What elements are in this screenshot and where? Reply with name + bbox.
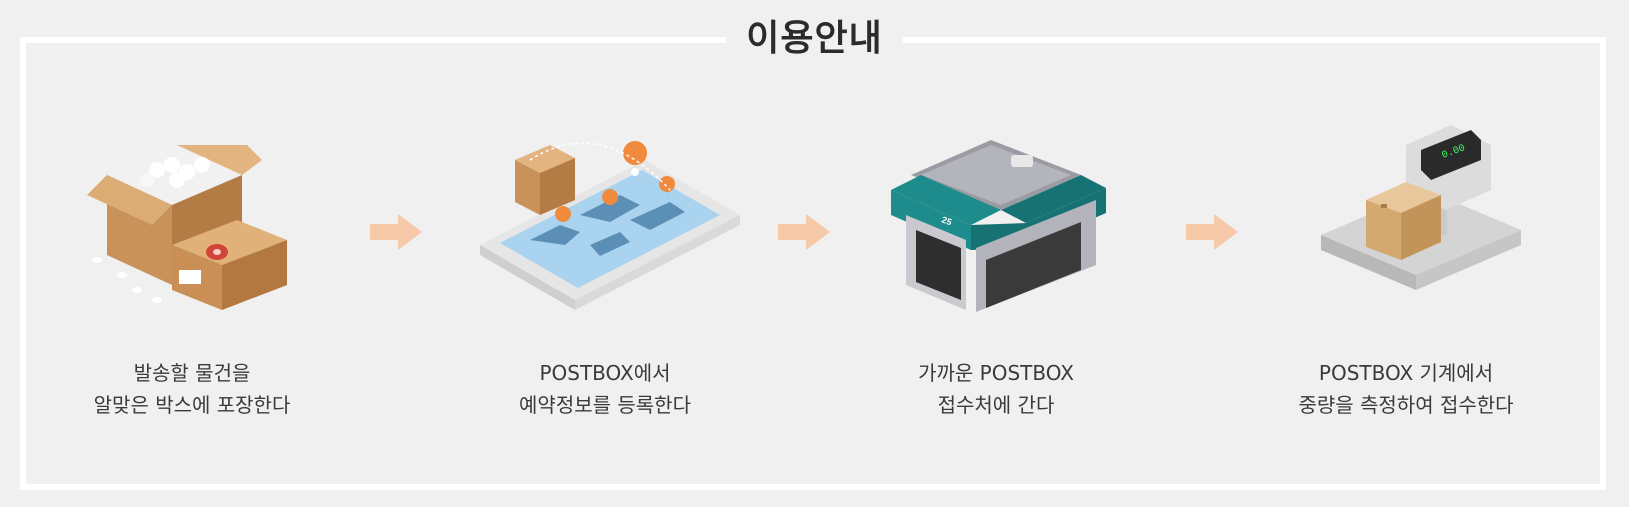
step-4-caption: POSTBOX 기계에서 중량을 측정하여 접수한다: [1246, 357, 1566, 421]
arrow-right-icon: [1186, 212, 1238, 256]
step-1-caption: 발송할 물건을 알맞은 박스에 포장한다: [32, 357, 352, 421]
title-wrap: 이용안내: [0, 14, 1629, 64]
step-2: POSTBOX에서 예약정보를 등록한다: [445, 120, 765, 320]
step-4: 0.00 POSTBOX 기계에서 중량을 측정하여 접수한다: [1246, 120, 1566, 320]
step-2-line-1: POSTBOX에서: [445, 357, 765, 389]
step-1: 발송할 물건을 알맞은 박스에 포장한다: [32, 120, 352, 320]
step-3-line-2: 접수처에 간다: [836, 389, 1156, 421]
step-1-line-1: 발송할 물건을: [32, 357, 352, 389]
step-3: 25 가까운 POSTBOX 접수처에 간다: [836, 120, 1156, 320]
arrow-right-icon: [778, 212, 830, 256]
weighing-scale-icon: 0.00: [1291, 120, 1521, 320]
step-4-line-1: POSTBOX 기계에서: [1246, 357, 1566, 389]
step-4-line-2: 중량을 측정하여 접수한다: [1246, 389, 1566, 421]
step-3-caption: 가까운 POSTBOX 접수처에 간다: [836, 357, 1156, 421]
step-3-line-1: 가까운 POSTBOX: [836, 357, 1156, 389]
store-building-icon: 25: [881, 120, 1111, 320]
arrow-right-icon: [370, 212, 422, 256]
tablet-map-icon: [470, 120, 740, 320]
step-2-caption: POSTBOX에서 예약정보를 등록한다: [445, 357, 765, 421]
packing-box-icon: [77, 120, 307, 320]
page-title: 이용안내: [726, 14, 902, 64]
step-1-line-2: 알맞은 박스에 포장한다: [32, 389, 352, 421]
step-2-line-2: 예약정보를 등록한다: [445, 389, 765, 421]
